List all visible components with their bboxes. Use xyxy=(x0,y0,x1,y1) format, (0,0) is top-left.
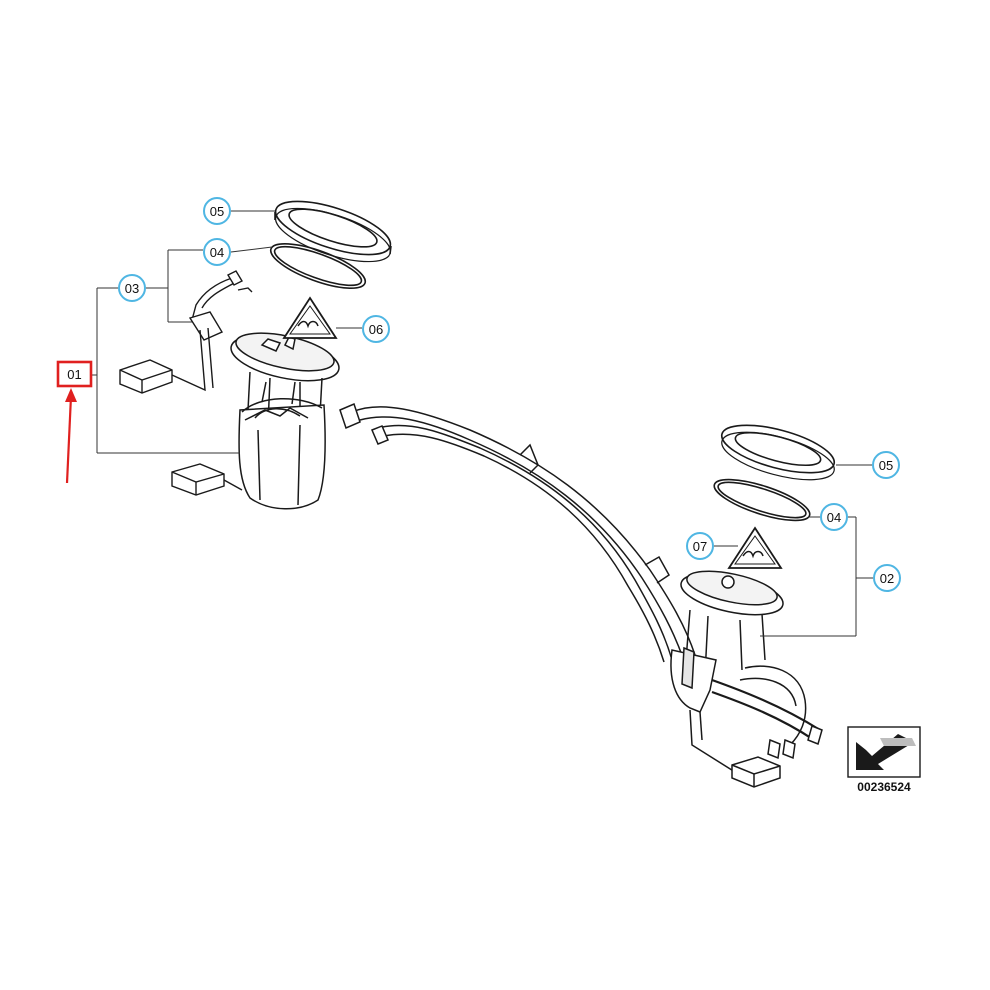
float-left-lower xyxy=(171,463,243,496)
callout-05-right: 05 xyxy=(872,451,900,479)
callout-05-right-label: 05 xyxy=(879,458,893,473)
fuel-pump-module-left xyxy=(230,332,340,510)
callout-07: 07 xyxy=(686,532,714,560)
callout-04-left-label: 04 xyxy=(210,245,224,260)
seal-ring-right xyxy=(720,424,836,481)
callout-07-label: 07 xyxy=(693,539,707,554)
warning-triangle-icon xyxy=(282,296,338,339)
o-ring-right xyxy=(713,478,811,522)
callout-02-label: 02 xyxy=(880,571,894,586)
leader-lines xyxy=(92,210,873,637)
float-left-upper xyxy=(119,359,173,394)
callout-01-label: 01 xyxy=(67,367,81,382)
callout-02: 02 xyxy=(873,564,901,592)
red-arrow-icon xyxy=(65,388,77,484)
crossover-hose xyxy=(339,402,696,663)
seal-ring-left xyxy=(274,200,392,263)
level-sender-left xyxy=(171,270,253,392)
callout-03-label: 03 xyxy=(125,281,139,296)
o-ring-left xyxy=(269,243,367,289)
view-arrow-icon xyxy=(847,726,921,778)
callout-05-left: 05 xyxy=(203,197,231,225)
callout-06: 06 xyxy=(362,315,390,343)
callout-04-right-label: 04 xyxy=(827,510,841,525)
fuel-pump-module-right xyxy=(670,570,823,788)
callout-04-right: 04 xyxy=(820,503,848,531)
callout-01: 01 xyxy=(56,360,93,388)
callout-06-label: 06 xyxy=(369,322,383,337)
callout-05-left-label: 05 xyxy=(210,204,224,219)
warning-triangle-icon xyxy=(727,526,783,569)
callout-03: 03 xyxy=(118,274,146,302)
callout-04-left: 04 xyxy=(203,238,231,266)
diagram-number: 00236524 xyxy=(857,780,911,794)
